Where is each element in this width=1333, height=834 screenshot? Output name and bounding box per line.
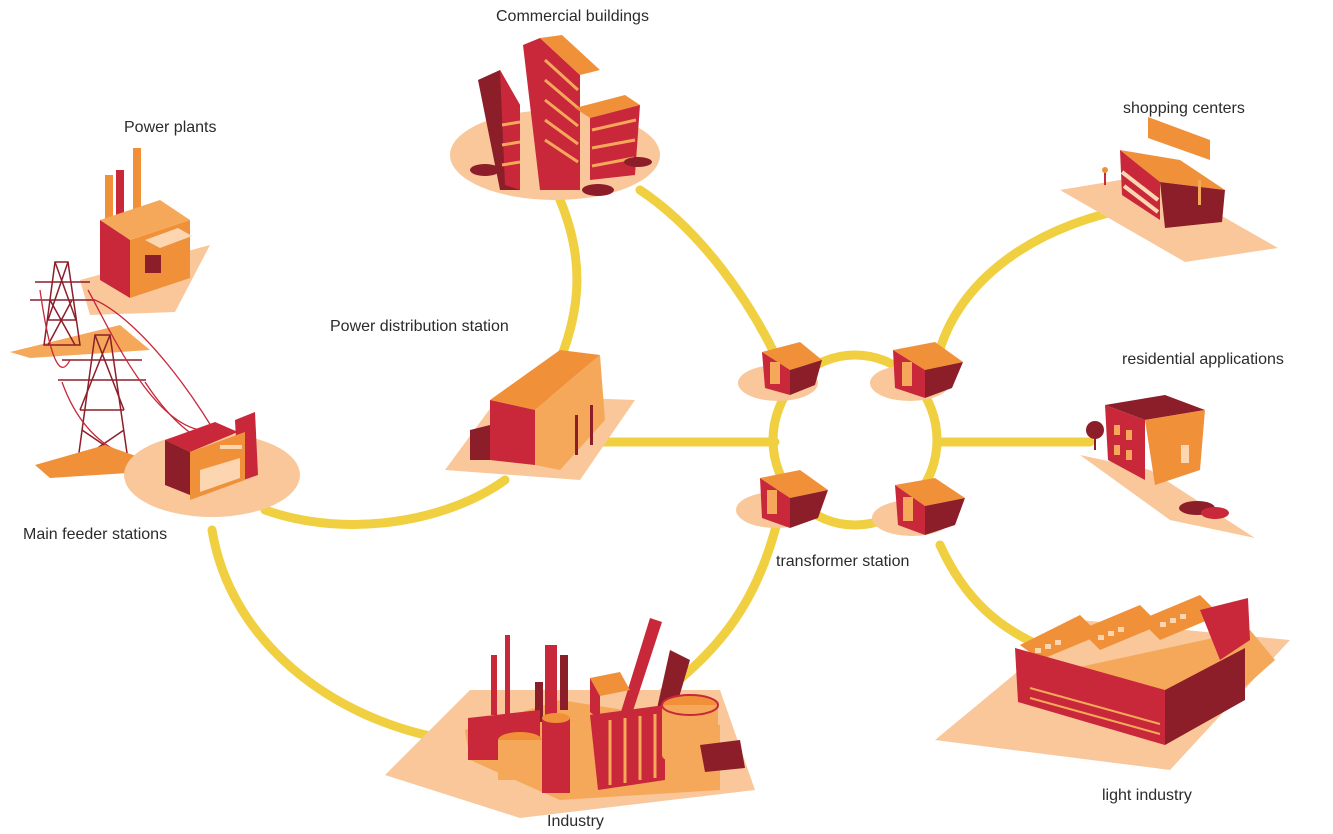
power-plants-illustration	[10, 148, 241, 478]
transformer-station-label: transformer station	[776, 553, 910, 570]
main-feeder-stations-label: Main feeder stations	[23, 526, 168, 543]
transformer-station-top-left	[738, 342, 822, 401]
main-feeder-stations-illustration	[124, 412, 300, 517]
residential-applications-label: residential applications	[1122, 351, 1284, 368]
transformer-station-top-right	[870, 342, 963, 401]
residential-applications-illustration	[1080, 395, 1255, 538]
feeder-to-distribution-line	[260, 475, 510, 529]
commercial-buildings-label: Commercial buildings	[496, 8, 649, 25]
ring-to-shopping-line	[930, 200, 1155, 375]
shopping-centers-label: shopping centers	[1123, 100, 1245, 117]
commercial-to-transformer-line	[635, 185, 785, 370]
shopping-centers-illustration	[1060, 117, 1278, 262]
power-distribution-station-illustration	[445, 350, 635, 480]
power-plants-label: Power plants	[124, 119, 217, 136]
power-distribution-station-label: Power distribution station	[330, 318, 509, 335]
industry-illustration	[385, 618, 755, 818]
transformer-station-bottom-left	[736, 470, 828, 528]
feeder-to-industry-line	[207, 525, 455, 745]
ring-to-light-industry-line	[935, 540, 1055, 655]
transformer-station-bottom-right	[872, 478, 965, 536]
commercial-to-distribution-line	[555, 195, 582, 365]
industry-label: Industry	[547, 813, 604, 830]
commercial-buildings-illustration	[450, 35, 660, 200]
light-industry-label: light industry	[1102, 787, 1192, 804]
light-industry-illustration	[935, 595, 1290, 770]
